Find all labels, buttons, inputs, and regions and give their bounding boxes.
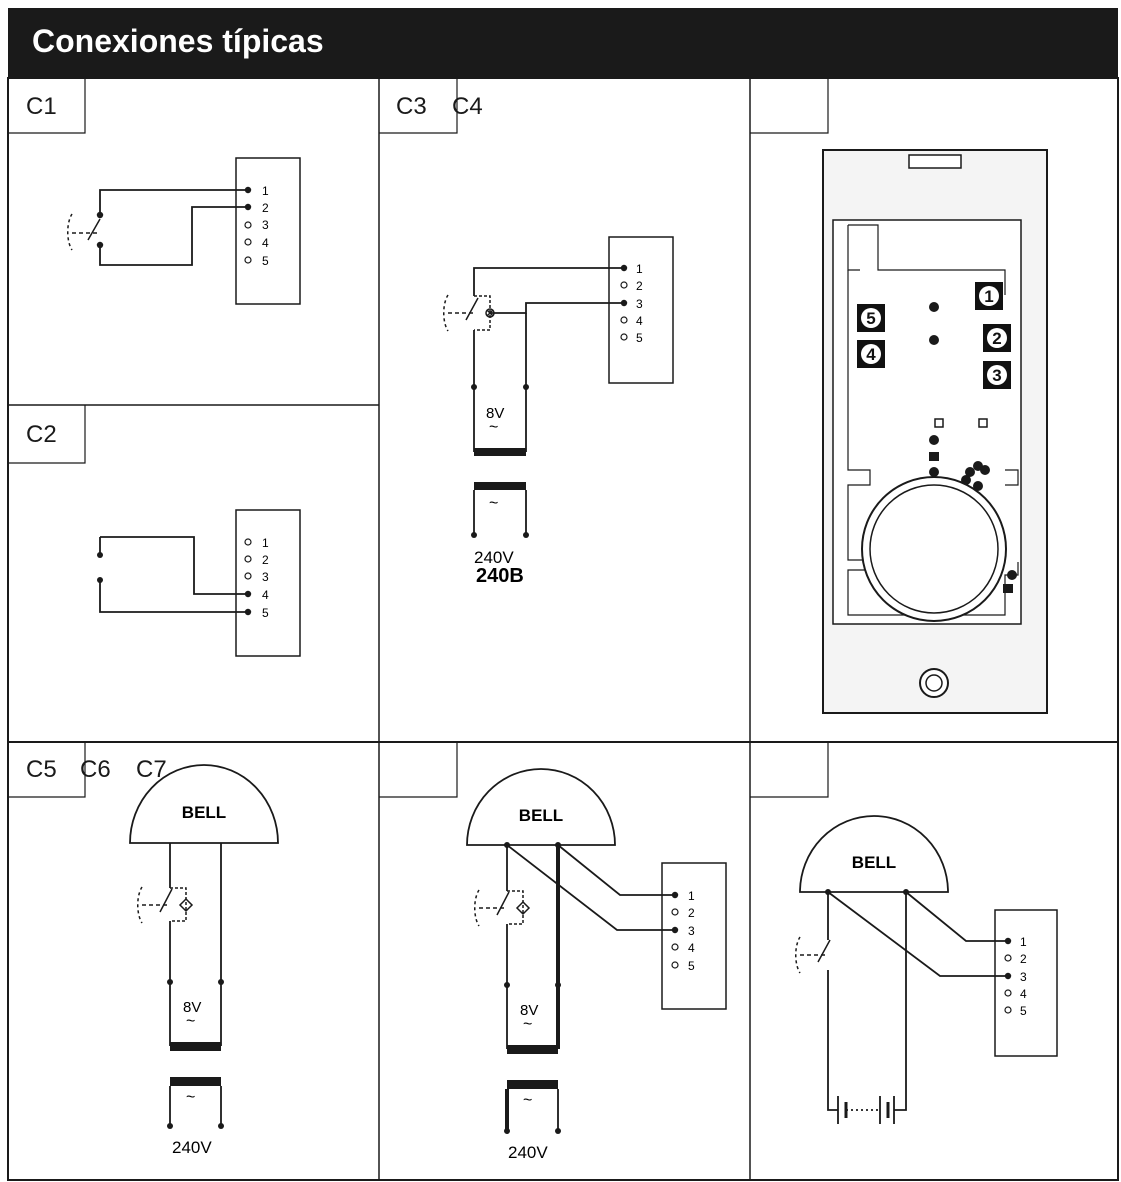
terminal-5-label: 5 xyxy=(262,254,269,268)
lit-push-switch-icon xyxy=(474,889,531,927)
badge-5: 5 xyxy=(866,309,875,328)
terminal-badges: 1 2 3 5 4 xyxy=(857,282,1011,389)
terminal-block xyxy=(235,509,301,657)
bell-label: BELL xyxy=(519,806,563,825)
mains-voltage-label: 240V xyxy=(508,1143,548,1162)
panel-label-c3: C3 xyxy=(396,93,427,120)
terminal-4-label: 4 xyxy=(262,588,269,602)
header-bar xyxy=(8,8,1118,78)
panel-bell-transformer: BELL 8V ~ ~ xyxy=(466,768,727,1162)
battery-icon xyxy=(837,1096,895,1124)
terminal-3-label: 3 xyxy=(636,297,643,311)
panel-grid xyxy=(7,77,1119,1181)
bell-icon xyxy=(799,815,949,893)
terminal-1-label: 1 xyxy=(1020,935,1027,949)
ac-symbol: ~ xyxy=(523,1016,532,1033)
bell-label: BELL xyxy=(182,803,226,822)
panel-c5-c6-c7: BELL 8V ~ ~ 240V xyxy=(129,764,279,1157)
transformer-voltage-label: 8V xyxy=(520,1002,538,1019)
terminal-2-label: 2 xyxy=(688,906,695,920)
badge-2: 2 xyxy=(992,329,1001,348)
device-top-slot xyxy=(908,154,962,169)
push-switch-icon xyxy=(795,936,831,974)
terminal-3-label: 3 xyxy=(688,924,695,938)
badge-4: 4 xyxy=(866,345,876,364)
terminal-3-label: 3 xyxy=(1020,970,1027,984)
bell-icon xyxy=(466,768,616,846)
ac-symbol: ~ xyxy=(489,495,498,512)
terminal-block xyxy=(661,862,727,1010)
terminal-5-label: 5 xyxy=(636,331,643,345)
terminal-4-label: 4 xyxy=(262,236,269,250)
transformer-voltage-label: 8V xyxy=(486,405,504,422)
terminal-5-label: 5 xyxy=(688,959,695,973)
terminal-3-label: 3 xyxy=(262,570,269,584)
panel-label-c1: C1 xyxy=(26,93,57,120)
bell-icon xyxy=(129,764,279,844)
terminal-3-label: 3 xyxy=(262,218,269,232)
transformer-primary-winding xyxy=(474,482,526,490)
terminal-2-label: 2 xyxy=(262,201,269,215)
terminal-1-label: 1 xyxy=(262,536,269,550)
panel-label-c5: C5 xyxy=(26,756,57,783)
device-front-view: 1 2 3 5 4 xyxy=(822,149,1048,714)
terminal-4-label: 4 xyxy=(1020,987,1027,1001)
mains-voltage-label: 240V xyxy=(172,1138,212,1157)
terminal-2-label: 2 xyxy=(636,279,643,293)
ac-symbol: ~ xyxy=(186,1013,195,1030)
panel-c3-c4: 8V ~ ~ 240V 240B 1 2 3 4 5 xyxy=(443,236,674,587)
panel-c1: 1 2 3 4 5 xyxy=(67,157,301,305)
terminal-2-label: 2 xyxy=(262,553,269,567)
lit-push-switch-icon xyxy=(137,886,194,924)
panel-label-c4: C4 xyxy=(452,93,483,120)
terminal-block xyxy=(608,236,674,384)
terminal-5-label: 5 xyxy=(262,606,269,620)
terminal-4-label: 4 xyxy=(688,941,695,955)
terminal-1-label: 1 xyxy=(636,262,643,276)
ac-symbol: ~ xyxy=(523,1092,532,1109)
transformer-secondary-winding xyxy=(474,448,526,456)
terminal-block xyxy=(994,909,1058,1057)
panel-c2: 1 2 3 4 5 xyxy=(97,509,301,657)
mains-voltage-alt-label: 240B xyxy=(476,565,524,587)
page-title: Conexiones típicas xyxy=(32,23,324,59)
terminal-2-label: 2 xyxy=(1020,952,1027,966)
badge-3: 3 xyxy=(992,366,1001,385)
terminal-4-label: 4 xyxy=(636,314,643,328)
push-switch-icon xyxy=(67,213,101,251)
terminal-5-label: 5 xyxy=(1020,1004,1027,1018)
panel-bell-battery: BELL 1 2 3 4 xyxy=(795,815,1058,1124)
lit-push-switch-icon xyxy=(443,294,495,332)
transformer-voltage-label: 8V xyxy=(183,999,201,1016)
mains-voltage-label: 240V xyxy=(474,548,514,567)
bell-label: BELL xyxy=(852,853,896,872)
ac-symbol: ~ xyxy=(489,419,498,436)
panel-label-c2: C2 xyxy=(26,421,57,448)
panel-label-c6: C6 xyxy=(80,756,111,783)
terminal-block xyxy=(235,157,301,305)
terminal-1-label: 1 xyxy=(262,184,269,198)
terminal-1-label: 1 xyxy=(688,889,695,903)
ac-symbol: ~ xyxy=(186,1089,195,1106)
badge-1: 1 xyxy=(984,287,993,306)
